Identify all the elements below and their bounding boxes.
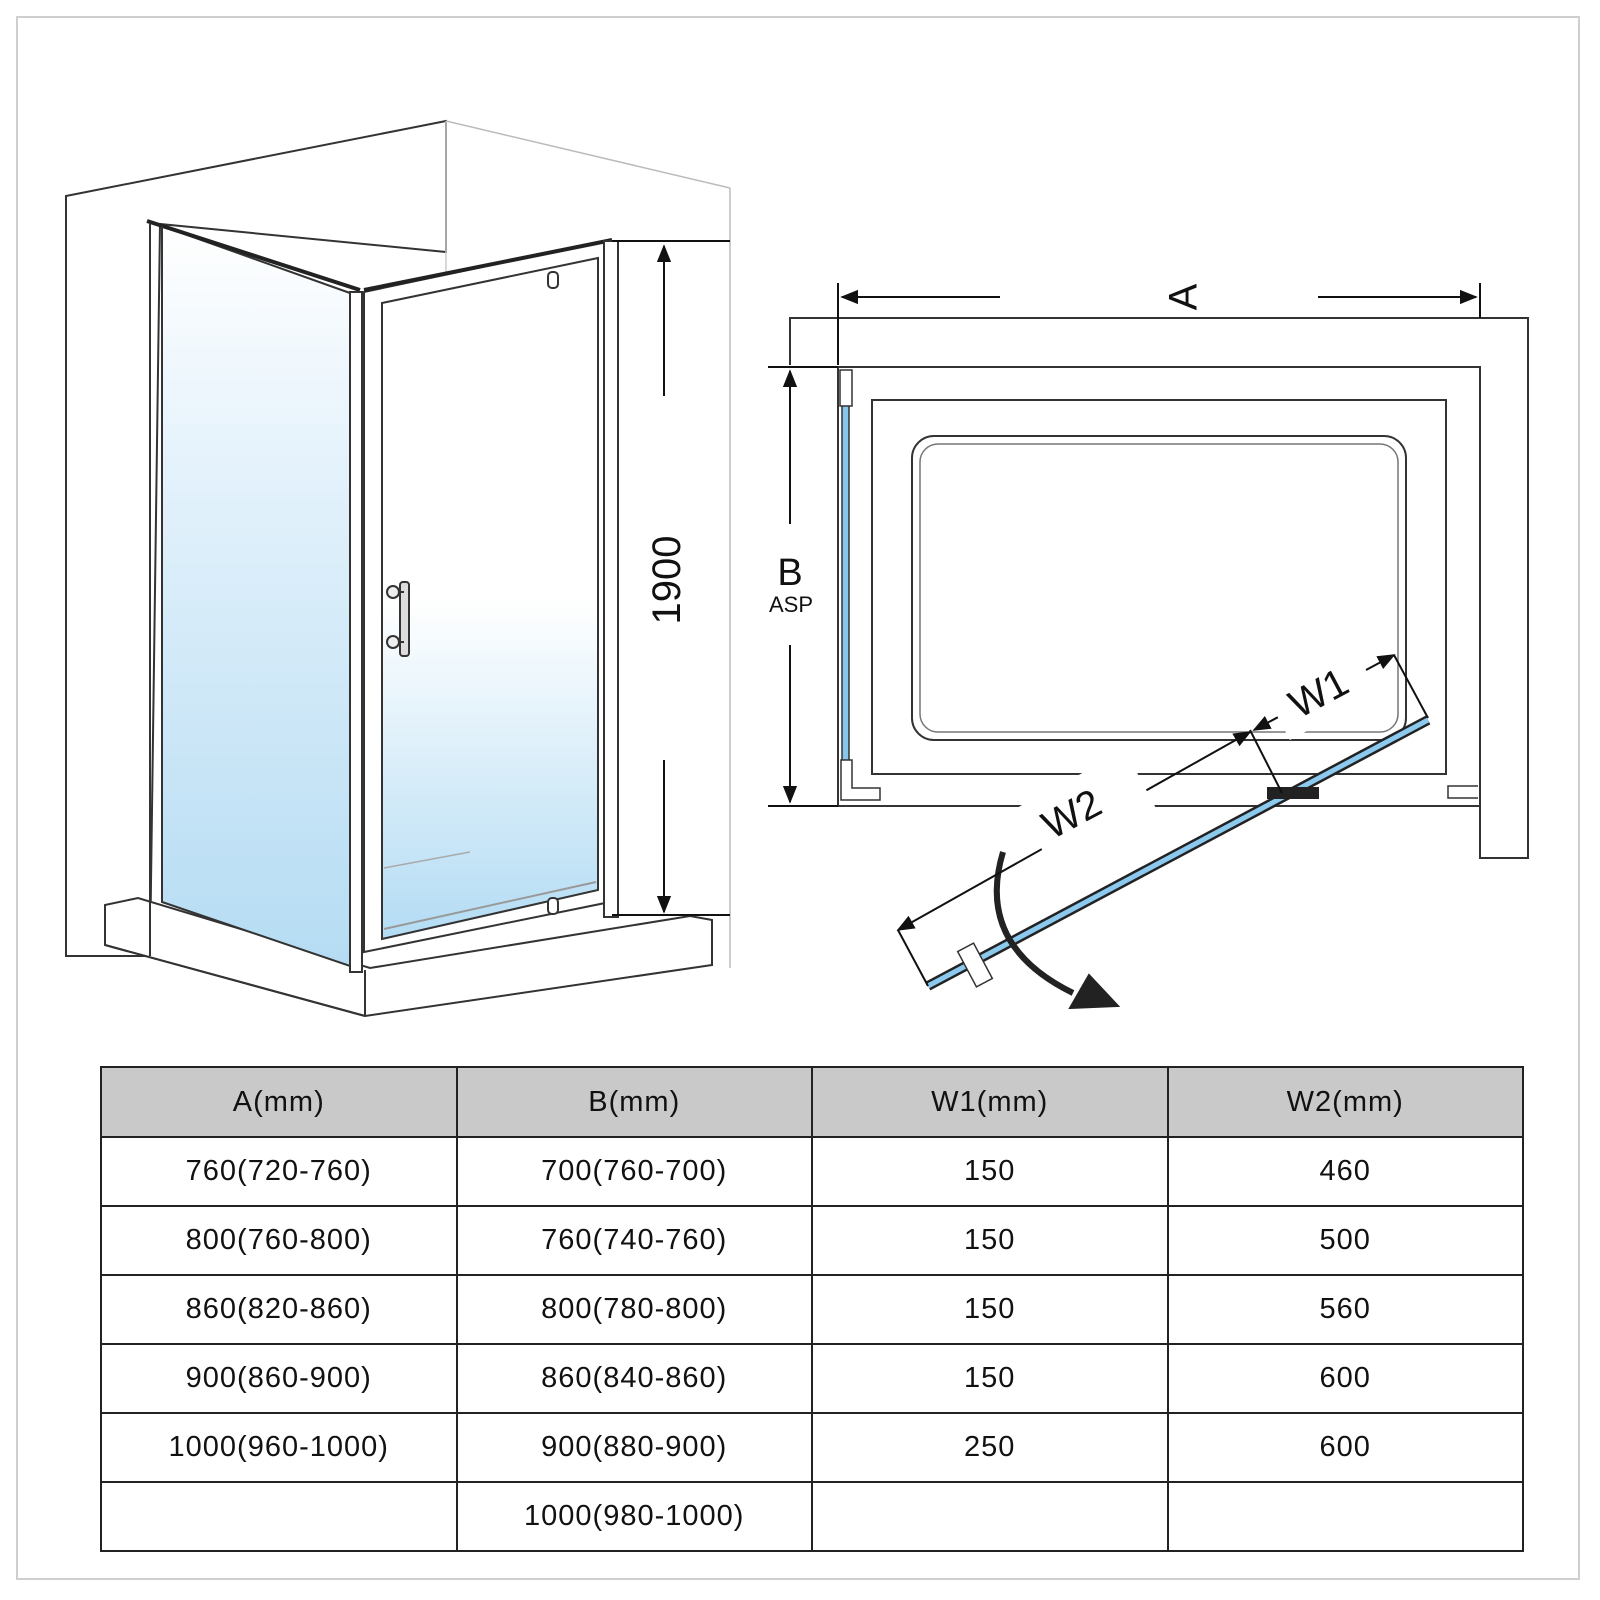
table-cell: 150	[811, 1136, 1169, 1207]
table-row: 760(720-760) 700(760-700) 150 460	[100, 1136, 1524, 1207]
table-row: 1000(980-1000)	[100, 1481, 1524, 1552]
table-row: 1000(960-1000) 900(880-900) 250 600	[100, 1412, 1524, 1483]
wall-profile	[603, 240, 619, 918]
table-cell: 150	[811, 1274, 1169, 1345]
table-cell: 860(840-860)	[455, 1343, 813, 1414]
table-cell: 600	[1166, 1343, 1524, 1414]
table-cell: 800(780-800)	[455, 1274, 813, 1345]
table-cell: 900(880-900)	[455, 1412, 813, 1483]
table-cell	[1166, 1481, 1524, 1552]
table-cell: 860(820-860)	[100, 1274, 458, 1345]
column-header-b: B(mm)	[455, 1066, 813, 1138]
table-cell: 150	[811, 1343, 1169, 1414]
table-cell: 900(860-900)	[100, 1343, 458, 1414]
image-frame	[16, 16, 1580, 1580]
table-cell: 150	[811, 1205, 1169, 1276]
table-cell	[100, 1481, 458, 1552]
table-cell: 1000(960-1000)	[100, 1412, 458, 1483]
table-cell	[811, 1481, 1169, 1552]
depth-label: B	[777, 552, 802, 594]
depth-sublabel: ASP	[769, 592, 813, 617]
enclosure-3d-view	[65, 119, 731, 1018]
side-panel-plan	[841, 403, 850, 762]
table-cell: 460	[1166, 1136, 1524, 1207]
width-dimension	[837, 283, 1481, 365]
table-row: 900(860-900) 860(840-860) 150 600	[100, 1343, 1524, 1414]
table-cell: 1000(980-1000)	[455, 1481, 813, 1552]
table-cell: 760(720-760)	[100, 1136, 458, 1207]
depth-dimension	[768, 366, 838, 807]
table-cell: 500	[1166, 1205, 1524, 1276]
table-row: 800(760-800) 760(740-760) 150 500	[100, 1205, 1524, 1276]
table-cell: 760(740-760)	[455, 1205, 813, 1276]
bottom-hinge	[547, 897, 559, 915]
door-glass	[381, 256, 599, 941]
table-cell: 560	[1166, 1274, 1524, 1345]
shower-enclosure-drawing: 1900	[65, 119, 1529, 1018]
top-wall	[789, 317, 1529, 859]
table-cell: 600	[1166, 1412, 1524, 1483]
door-handle-icon	[386, 581, 410, 657]
height-label: 1900	[645, 536, 689, 625]
table-header-row: A(mm) B(mm) W1(mm) W2(mm)	[100, 1066, 1524, 1138]
width-label: A	[1162, 283, 1206, 310]
enclosure-plan-view	[768, 283, 1529, 1010]
table-row: 860(820-860) 800(780-800) 150 560	[100, 1274, 1524, 1345]
top-hinge	[547, 271, 559, 289]
height-dimension	[612, 240, 730, 916]
pivot-hinge	[1267, 787, 1319, 799]
size-specification-table: A(mm) B(mm) W1(mm) W2(mm) 760(720-760) 7…	[100, 1066, 1524, 1552]
column-header-a: A(mm)	[100, 1066, 458, 1138]
corner-post	[349, 291, 363, 973]
column-header-w2: W2(mm)	[1166, 1066, 1524, 1138]
column-header-w1: W1(mm)	[811, 1066, 1169, 1138]
swing-arrow-icon	[993, 851, 1075, 996]
table-cell: 700(760-700)	[455, 1136, 813, 1207]
table-cell: 250	[811, 1412, 1169, 1483]
table-cell: 800(760-800)	[100, 1205, 458, 1276]
side-glass-panel	[161, 224, 351, 968]
